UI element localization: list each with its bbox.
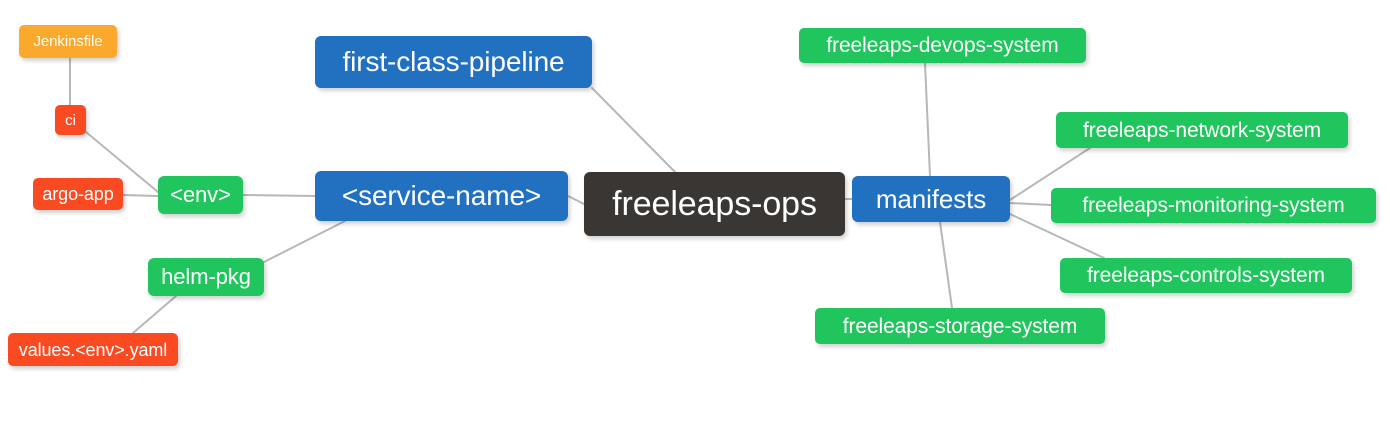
node-label-first-class-pipeline: first-class-pipeline xyxy=(342,46,565,77)
node-service-name[interactable]: <service-name> xyxy=(315,171,568,221)
edge-helm-pkg-to-values-env-yaml xyxy=(132,295,177,334)
node-label-argo-app: argo-app xyxy=(42,184,114,204)
edge-env-to-argo-app xyxy=(122,194,159,197)
node-ci[interactable]: ci xyxy=(55,105,86,135)
node-freeleaps-devops-system[interactable]: freeleaps-devops-system xyxy=(799,28,1086,63)
node-label-jenkinsfile: Jenkinsfile xyxy=(33,33,103,50)
node-freeleaps-storage-system[interactable]: freeleaps-storage-system xyxy=(815,308,1105,344)
node-label-freeleaps-controls-system: freeleaps-controls-system xyxy=(1087,264,1325,287)
edge-manifests-to-freeleaps-monitoring-system xyxy=(1009,202,1052,206)
node-helm-pkg[interactable]: helm-pkg xyxy=(148,258,264,296)
node-label-freeleaps-ops: freeleaps-ops xyxy=(612,185,817,223)
edge-manifests-to-freeleaps-storage-system xyxy=(939,221,953,309)
node-label-service-name: <service-name> xyxy=(341,180,542,211)
node-label-values-env-yaml: values.<env>.yaml xyxy=(18,339,168,360)
node-manifests[interactable]: manifests xyxy=(852,176,1010,222)
node-label-freeleaps-monitoring-system: freeleaps-monitoring-system xyxy=(1082,194,1345,217)
node-env[interactable]: <env> xyxy=(158,176,243,214)
node-values-env-yaml[interactable]: values.<env>.yaml xyxy=(8,333,178,366)
node-label-helm-pkg: helm-pkg xyxy=(161,264,251,289)
node-freeleaps-network-system[interactable]: freeleaps-network-system xyxy=(1056,112,1348,148)
node-label-ci: ci xyxy=(65,111,76,129)
edge-manifests-to-freeleaps-devops-system xyxy=(924,62,931,177)
node-first-class-pipeline[interactable]: first-class-pipeline xyxy=(315,36,592,88)
node-label-freeleaps-devops-system: freeleaps-devops-system xyxy=(826,34,1059,57)
edge-service-name-to-env xyxy=(242,194,316,197)
node-label-freeleaps-storage-system: freeleaps-storage-system xyxy=(842,314,1078,338)
edge-freeleaps-ops-to-first-class-pipeline xyxy=(591,87,676,173)
node-freeleaps-ops[interactable]: freeleaps-ops xyxy=(584,172,845,236)
edge-freeleaps-ops-to-service-name xyxy=(567,195,585,205)
node-argo-app[interactable]: argo-app xyxy=(33,178,123,210)
node-freeleaps-monitoring-system[interactable]: freeleaps-monitoring-system xyxy=(1051,188,1376,223)
node-label-manifests: manifests xyxy=(875,184,987,214)
node-label-freeleaps-network-system: freeleaps-network-system xyxy=(1082,118,1321,142)
node-jenkinsfile[interactable]: Jenkinsfile xyxy=(19,25,117,58)
node-freeleaps-controls-system[interactable]: freeleaps-controls-system xyxy=(1060,258,1352,293)
edge-service-name-to-helm-pkg xyxy=(263,220,346,263)
node-label-env: <env> xyxy=(170,182,231,207)
